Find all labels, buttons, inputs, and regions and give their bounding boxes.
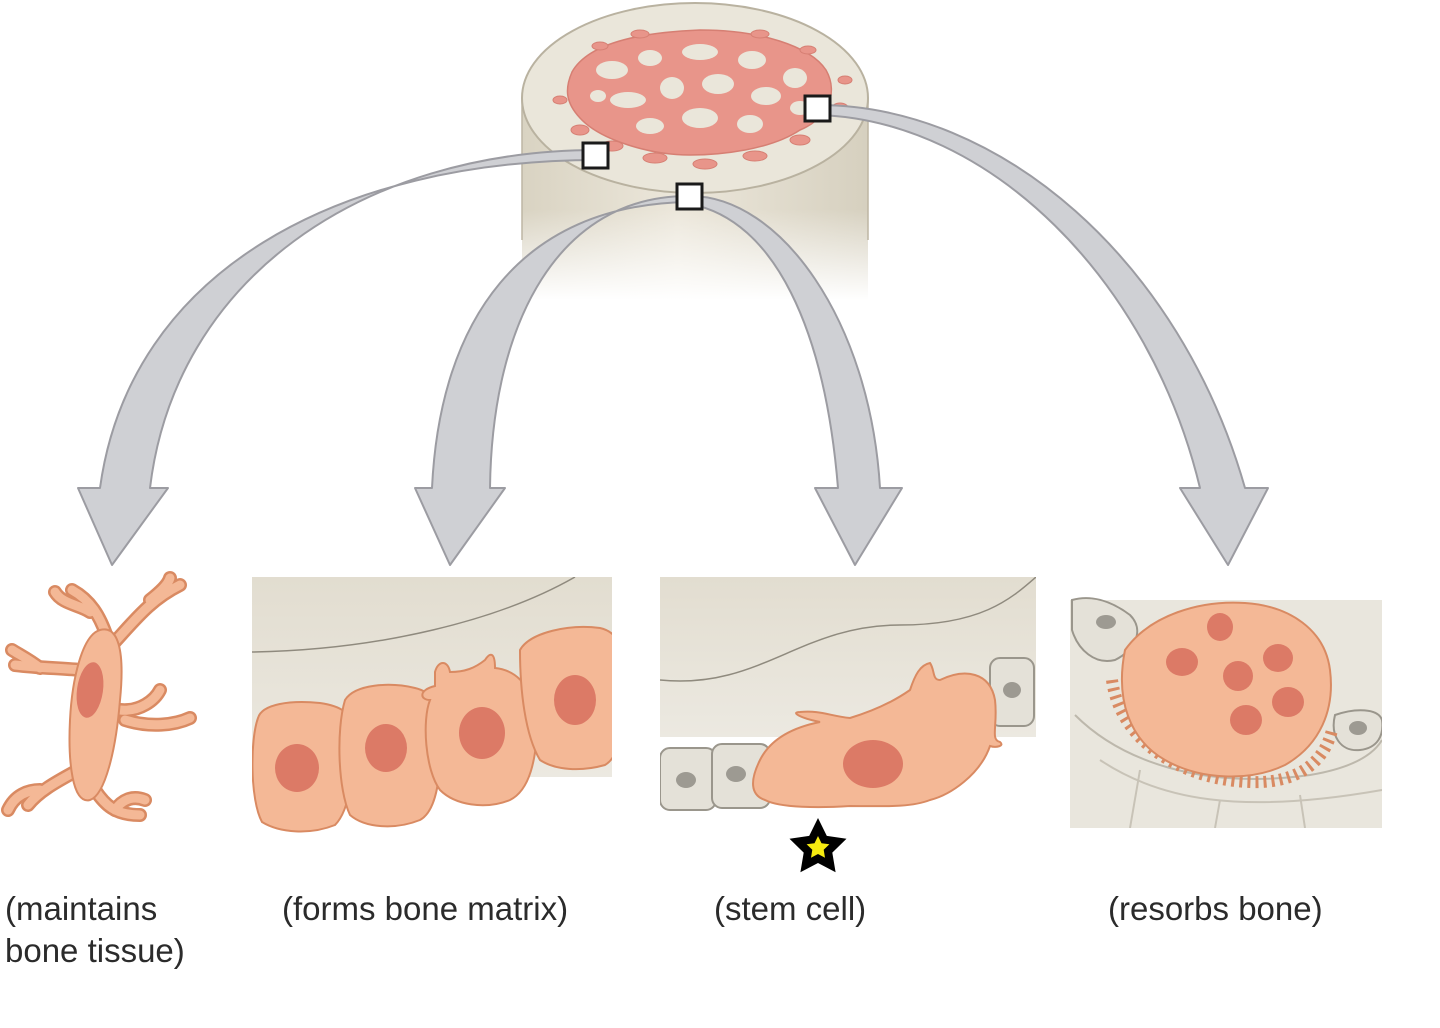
- arrows: [77, 104, 1269, 566]
- spongy-bone: [552, 29, 853, 170]
- osteocyte-caption-line1: (maintains: [5, 890, 158, 927]
- arrow-to-osteoclast: [817, 104, 1269, 566]
- osteoblast-panel: [252, 577, 612, 833]
- osteoblast-caption: (forms bone matrix): [282, 890, 569, 927]
- osteoclast-caption: (resorbs bone): [1108, 890, 1323, 927]
- zoom-boxes: [581, 94, 832, 211]
- osteocyte-illustration: [1, 571, 197, 822]
- osteoclast-panel: [1070, 597, 1382, 828]
- arrow-to-osteogenic: [689, 195, 903, 566]
- arrow-to-osteoblast: [414, 195, 689, 566]
- square-outline-icon: [675, 182, 704, 211]
- osteocyte-caption-line2: bone tissue): [5, 932, 185, 969]
- square-outline-icon: [803, 94, 832, 123]
- square-outline-icon: [581, 141, 610, 170]
- osteogenic-caption: (stem cell): [714, 890, 867, 927]
- osteogenic-panel: [660, 577, 1036, 811]
- arrow-to-osteocyte: [77, 149, 599, 566]
- star-icon: [789, 818, 847, 873]
